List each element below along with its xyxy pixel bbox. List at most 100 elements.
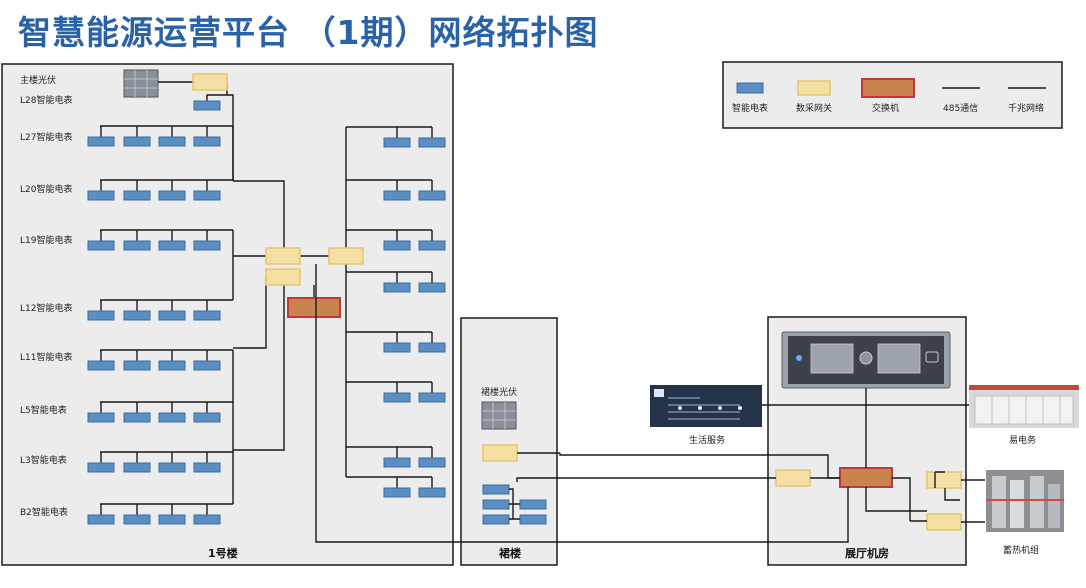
hall-wiring <box>810 388 985 523</box>
link-podium-meters <box>516 477 776 482</box>
wire <box>233 180 285 451</box>
smart-meter <box>383 137 411 148</box>
podium-name: 裙楼 <box>499 546 521 560</box>
smart-meter <box>383 190 411 201</box>
smart-meter <box>87 190 115 201</box>
legend-switch-swatch <box>861 78 915 98</box>
smart-meter <box>123 310 151 321</box>
podium-meter <box>482 499 510 510</box>
row-label: L5智能电表 <box>20 404 67 416</box>
smart-meter <box>87 412 115 423</box>
row-label: L19智能电表 <box>20 234 72 246</box>
smart-meter <box>418 457 446 468</box>
legend-switch-label: 交换机 <box>872 102 899 114</box>
smart-meter <box>123 190 151 201</box>
smart-meter <box>383 457 411 468</box>
smart-meter <box>158 190 186 201</box>
link-podium-pv-to-switch <box>559 453 840 479</box>
podium-pv-panel-icon <box>481 401 517 430</box>
legend-485-label: 485通信 <box>943 102 978 114</box>
page-title: 智慧能源运营平台 （1期）网络拓扑图 <box>18 13 599 52</box>
building-1-wiring <box>100 82 433 515</box>
smart-meter <box>418 282 446 293</box>
gateway-b1-a <box>265 247 301 265</box>
smart-meter <box>193 412 221 423</box>
gateway-b1-b <box>265 268 301 286</box>
heat-storage-label: 蓄热机组 <box>1003 544 1039 556</box>
smart-meter <box>418 487 446 498</box>
smart-meter <box>158 412 186 423</box>
smart-meter <box>193 514 221 525</box>
gateway-b1-c <box>328 247 364 265</box>
gateway-hall-a <box>775 469 811 487</box>
podium-meter <box>519 499 547 510</box>
building-podium <box>460 317 558 566</box>
smart-meter <box>87 462 115 473</box>
building-1-meters <box>87 100 446 525</box>
life-service-label: 生活服务 <box>689 434 725 446</box>
smart-meter <box>193 462 221 473</box>
row-label: L28智能电表 <box>20 94 72 106</box>
smart-meter <box>87 514 115 525</box>
gateway-podium-pv <box>482 444 518 462</box>
row-label: L27智能电表 <box>20 131 72 143</box>
row-label: L11智能电表 <box>20 351 72 363</box>
smart-meter <box>383 240 411 251</box>
power-cabinet-image-icon <box>969 385 1079 428</box>
podium-meter <box>519 514 547 525</box>
switch-b1 <box>287 297 341 318</box>
smart-meter <box>418 137 446 148</box>
smart-meter <box>87 240 115 251</box>
smart-meter <box>158 514 186 525</box>
gateway-hall-b <box>926 471 962 489</box>
heat-storage-image-icon <box>986 470 1064 532</box>
smart-meter <box>193 190 221 201</box>
smart-meter <box>123 136 151 147</box>
gateway-pv-main <box>192 73 228 91</box>
legend-gateway-swatch <box>797 80 831 96</box>
server-rack-icon <box>781 331 951 389</box>
legend-gigabit-label: 千兆网络 <box>1008 102 1044 114</box>
legend-gateway-label: 数采网关 <box>796 102 832 114</box>
smart-meter <box>193 310 221 321</box>
smart-meter <box>383 487 411 498</box>
link-b1-to-hall <box>315 264 849 543</box>
smart-meter <box>158 310 186 321</box>
smart-meter <box>158 360 186 371</box>
smart-meter <box>418 342 446 353</box>
building-1-name: 1号楼 <box>208 546 238 560</box>
row-label: 主楼光伏 <box>20 74 56 86</box>
smart-meter <box>193 136 221 147</box>
row-label: L20智能电表 <box>20 183 72 195</box>
gateway-hall-c <box>926 513 962 531</box>
smart-meter <box>87 360 115 371</box>
life-service-screenshot-icon <box>650 385 762 427</box>
legend-meter-swatch <box>736 82 764 94</box>
building-1 <box>1 63 454 566</box>
power-service-label: 易电务 <box>1009 434 1036 446</box>
podium-pv-label: 裙楼光伏 <box>481 386 517 398</box>
row-label: L3智能电表 <box>20 454 67 466</box>
smart-meter <box>87 310 115 321</box>
smart-meter <box>418 392 446 403</box>
smart-meter <box>158 136 186 147</box>
smart-meter <box>383 282 411 293</box>
switch-hall <box>839 467 893 488</box>
smart-meter <box>193 240 221 251</box>
smart-meter <box>158 240 186 251</box>
smart-meter <box>193 100 221 111</box>
row-label: B2智能电表 <box>20 506 68 518</box>
smart-meter <box>383 342 411 353</box>
smart-meter <box>418 190 446 201</box>
row-label: L12智能电表 <box>20 302 72 314</box>
legend-meter-label: 智能电表 <box>732 102 768 114</box>
hall-name: 展厅机房 <box>844 546 889 560</box>
smart-meter <box>418 240 446 251</box>
podium-meter <box>482 484 510 495</box>
smart-meter <box>123 514 151 525</box>
smart-meter <box>123 360 151 371</box>
smart-meter <box>87 136 115 147</box>
main-pv-panel-icon <box>123 69 159 98</box>
smart-meter <box>193 360 221 371</box>
